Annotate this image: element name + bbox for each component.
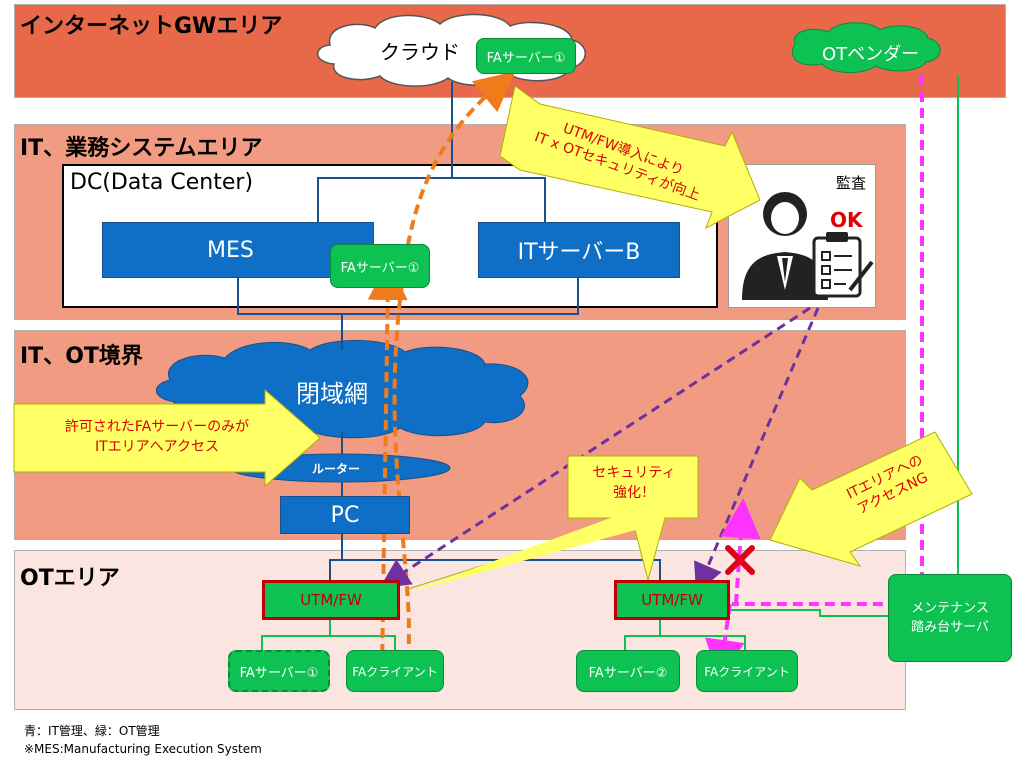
maintenance-server-line1: メンテナンス [911, 600, 989, 616]
callout-allowed-line1: 許可されたFAサーバーのみが [64, 419, 250, 435]
cloud-label: クラウド [380, 40, 460, 64]
callout-allowed-fa-text: 許可されたFAサーバーのみが ITエリアへアクセス [22, 418, 292, 457]
ot-connection-lines [261, 76, 959, 650]
fa-server-dc[interactable]: FAサーバー① [330, 244, 430, 288]
maintenance-jump-server[interactable]: メンテナンス 踏み台サーバ [888, 574, 1012, 662]
fa-server-1-ot[interactable]: FAサーバー① [228, 650, 330, 692]
blocked-it-access-arrow [720, 498, 761, 605]
callout-allowed-line2: ITエリアへアクセス [95, 438, 219, 455]
ot-zone-title: OTエリア [20, 566, 120, 591]
it-ot-boundary-zone-title: IT、OT境界 [20, 344, 143, 369]
callout-allowed-fa-shape [13, 388, 321, 488]
callout-security-text: セキュリティ 強化！ [574, 464, 694, 503]
router-label: ルーター [312, 462, 361, 476]
fa-server-cloud[interactable]: FAサーバー① [476, 38, 576, 74]
it-business-zone-title: IT、業務システムエリア [20, 136, 263, 161]
audit-label: 監査 [836, 174, 867, 192]
utm-fw-left[interactable]: UTM/FW [262, 580, 400, 620]
callout-ng-shape [769, 431, 973, 567]
maintenance-server-line2: 踏み台サーバ [911, 620, 989, 635]
closed-network-label: 閉域網 [296, 380, 368, 408]
utm-fw-right[interactable]: UTM/FW [614, 580, 730, 620]
callout-security-line2: 強化！ [613, 484, 655, 501]
pc-node[interactable]: PC [280, 496, 410, 534]
ot-vendor-label: OTベンダー [822, 44, 920, 65]
it-server-b[interactable]: ITサーバーB [478, 222, 680, 278]
legend-line1: 青：IT管理、緑：OT管理 [24, 724, 160, 738]
data-center-title: DC(Data Center) [70, 170, 254, 195]
fa-client-right[interactable]: FAクライアント [696, 650, 798, 692]
audit-arrow-left-fw [379, 306, 811, 589]
fa-client-left[interactable]: FAクライアント [346, 650, 444, 692]
mes-server[interactable]: MES [102, 222, 374, 278]
auditor-person-icon [742, 192, 828, 300]
checklist-clipboard-icon [812, 232, 874, 298]
ot-vendor-cloud-shape [792, 22, 941, 73]
audit-ok-label: OK [830, 208, 863, 232]
it-connection-lines [237, 82, 661, 580]
blocked-x-mark [725, 545, 755, 575]
legend-line2: ※MES:Manufacturing Execution System [24, 742, 262, 756]
callout-utm-improved-shape [499, 85, 761, 230]
callout-security-line1: セキュリティ [592, 465, 676, 481]
fa-server-2-ot[interactable]: FAサーバー② [576, 650, 680, 692]
internet-gw-zone-title: インターネットGWエリア [20, 14, 283, 39]
